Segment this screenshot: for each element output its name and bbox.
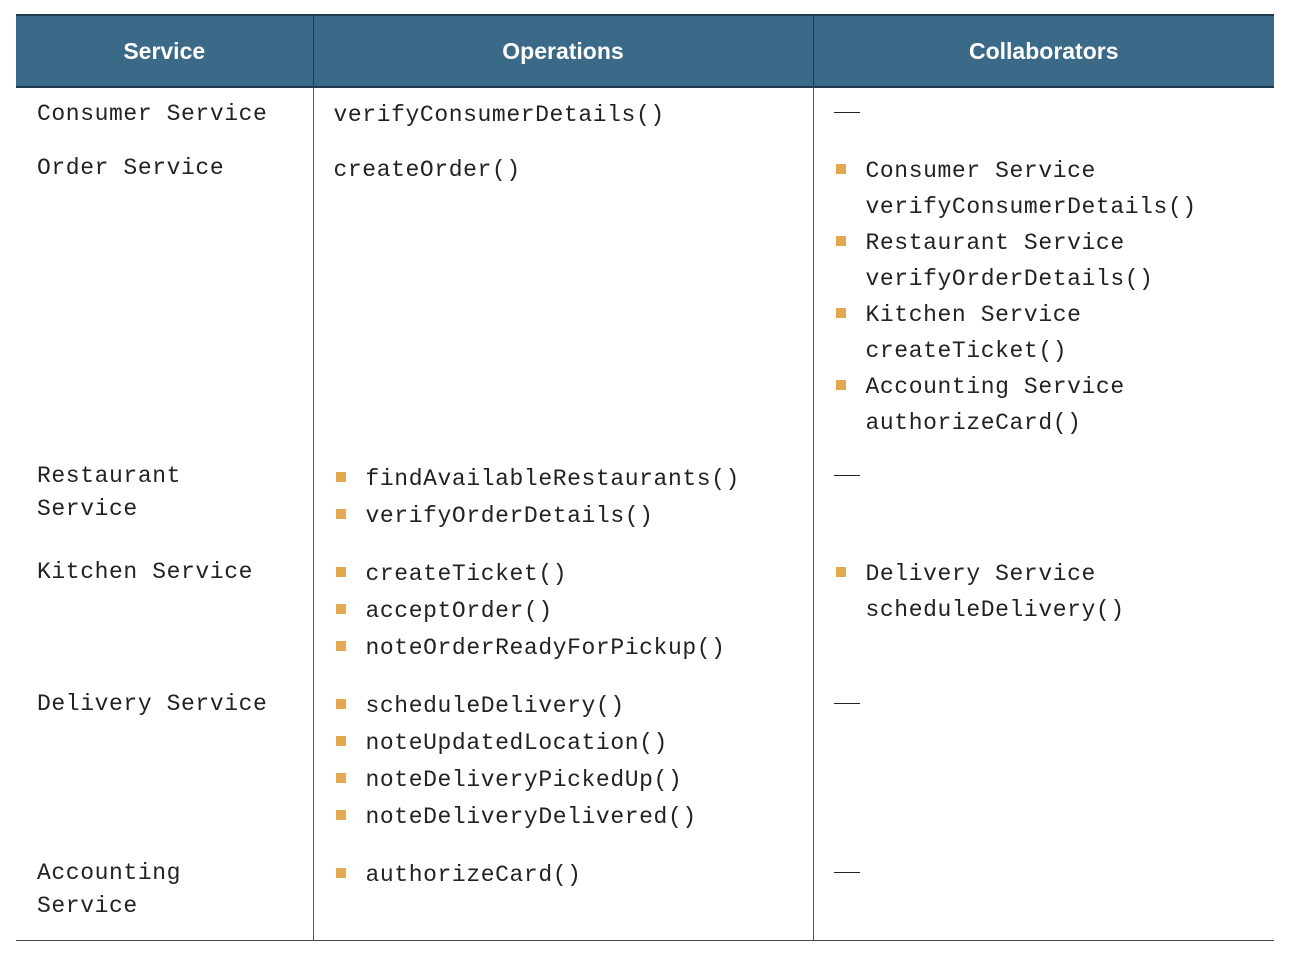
- collaborators-none: [833, 112, 860, 114]
- collaborator-item: Kitchen Service createTicket(): [834, 297, 1269, 369]
- operations-cell: authorizeCard(): [312, 852, 813, 941]
- collaborators-cell: [812, 87, 1274, 144]
- header-row: Service Operations Collaborators: [16, 14, 1274, 88]
- service-cell: Restaurant Service: [16, 454, 313, 550]
- collaborators-none: [833, 872, 860, 874]
- collaborators-cell: [812, 682, 1274, 852]
- operation-list: authorizeCard(): [334, 857, 807, 894]
- service-name-line: Accounting: [37, 860, 182, 886]
- collaborators-cell: [812, 454, 1274, 550]
- table-row: Consumer Service verifyConsumerDetails(): [16, 87, 1274, 144]
- collaborator-operation: scheduleDelivery(): [865, 597, 1125, 623]
- collaborator-service: Consumer Service: [865, 158, 1096, 184]
- header-service: Service: [16, 14, 313, 88]
- operations-cell: findAvailableRestaurants() verifyOrderDe…: [312, 454, 813, 550]
- operation-item: noteUpdatedLocation(): [334, 725, 807, 762]
- service-table: Service Operations Collaborators Consume…: [16, 14, 1274, 941]
- service-name: Consumer Service: [37, 101, 268, 127]
- collaborator-service: Accounting Service: [865, 374, 1125, 400]
- operation-item: noteDeliveryDelivered(): [334, 799, 807, 836]
- operations-cell: scheduleDelivery() noteUpdatedLocation()…: [312, 682, 813, 852]
- operation-list: scheduleDelivery() noteUpdatedLocation()…: [334, 688, 807, 836]
- collaborator-operation: authorizeCard(): [865, 410, 1082, 436]
- collaborator-item: Restaurant Service verifyOrderDetails(): [834, 225, 1269, 297]
- table-row: Delivery Service scheduleDelivery() note…: [16, 682, 1274, 852]
- operation-item: findAvailableRestaurants(): [334, 461, 807, 498]
- header-operations: Operations: [312, 14, 813, 88]
- collaborator-service: Delivery Service: [865, 561, 1096, 587]
- service-cell: Consumer Service: [16, 87, 313, 144]
- table-row: Order Service createOrder() Consumer Ser…: [16, 144, 1274, 454]
- operation-item: scheduleDelivery(): [334, 688, 807, 725]
- service-cell: Delivery Service: [16, 682, 313, 852]
- collaborator-service: Restaurant Service: [865, 230, 1125, 256]
- operations-cell: createOrder(): [312, 144, 813, 454]
- collaborators-cell: Consumer Service verifyConsumerDetails()…: [812, 144, 1274, 454]
- operation-item: noteDeliveryPickedUp(): [334, 762, 807, 799]
- header-collaborators: Collaborators: [812, 14, 1274, 88]
- collaborators-none: [833, 475, 860, 477]
- collaborator-operation: createTicket(): [865, 338, 1068, 364]
- operation-item: acceptOrder(): [334, 593, 807, 630]
- collaborator-item: Delivery Service scheduleDelivery(): [834, 556, 1269, 628]
- operation-list: findAvailableRestaurants() verifyOrderDe…: [334, 461, 807, 535]
- service-name-line: Service: [37, 893, 138, 919]
- collaborators-none: [833, 703, 860, 705]
- operation-list: createTicket() acceptOrder() noteOrderRe…: [334, 556, 807, 667]
- collaborator-list: Delivery Service scheduleDelivery(): [834, 556, 1269, 628]
- collaborator-list: Consumer Service verifyConsumerDetails()…: [834, 153, 1269, 441]
- service-name-line: Service: [37, 496, 138, 522]
- collaborator-operation: verifyConsumerDetails(): [865, 194, 1197, 220]
- collaborators-cell: [812, 852, 1274, 941]
- operation-item: noteOrderReadyForPickup(): [334, 630, 807, 667]
- service-cell: Kitchen Service: [16, 550, 313, 682]
- service-cell: Order Service: [16, 144, 313, 454]
- collaborator-operation: verifyOrderDetails(): [865, 266, 1154, 292]
- service-name: Kitchen Service: [37, 559, 254, 585]
- collaborator-item: Accounting Service authorizeCard(): [834, 369, 1269, 441]
- service-name: Order Service: [37, 155, 225, 181]
- operations-cell: createTicket() acceptOrder() noteOrderRe…: [312, 550, 813, 682]
- operation-item: createTicket(): [334, 556, 807, 593]
- collaborator-service: Kitchen Service: [865, 302, 1082, 328]
- operation-item: createOrder(): [333, 157, 521, 183]
- service-name: Delivery Service: [37, 691, 268, 717]
- table-row: Accounting Service authorizeCard(): [16, 852, 1274, 941]
- service-name-line: Restaurant: [37, 463, 182, 489]
- table-row: Restaurant Service findAvailableRestaura…: [16, 454, 1274, 550]
- collaborator-item: Consumer Service verifyConsumerDetails(): [834, 153, 1269, 225]
- service-cell: Accounting Service: [16, 852, 313, 941]
- table-row: Kitchen Service createTicket() acceptOrd…: [16, 550, 1274, 682]
- operation-item: verifyOrderDetails(): [334, 498, 807, 535]
- collaborators-cell: Delivery Service scheduleDelivery(): [812, 550, 1274, 682]
- operation-item: authorizeCard(): [334, 857, 807, 894]
- operation-item: verifyConsumerDetails(): [333, 102, 665, 128]
- operations-cell: verifyConsumerDetails(): [312, 87, 813, 144]
